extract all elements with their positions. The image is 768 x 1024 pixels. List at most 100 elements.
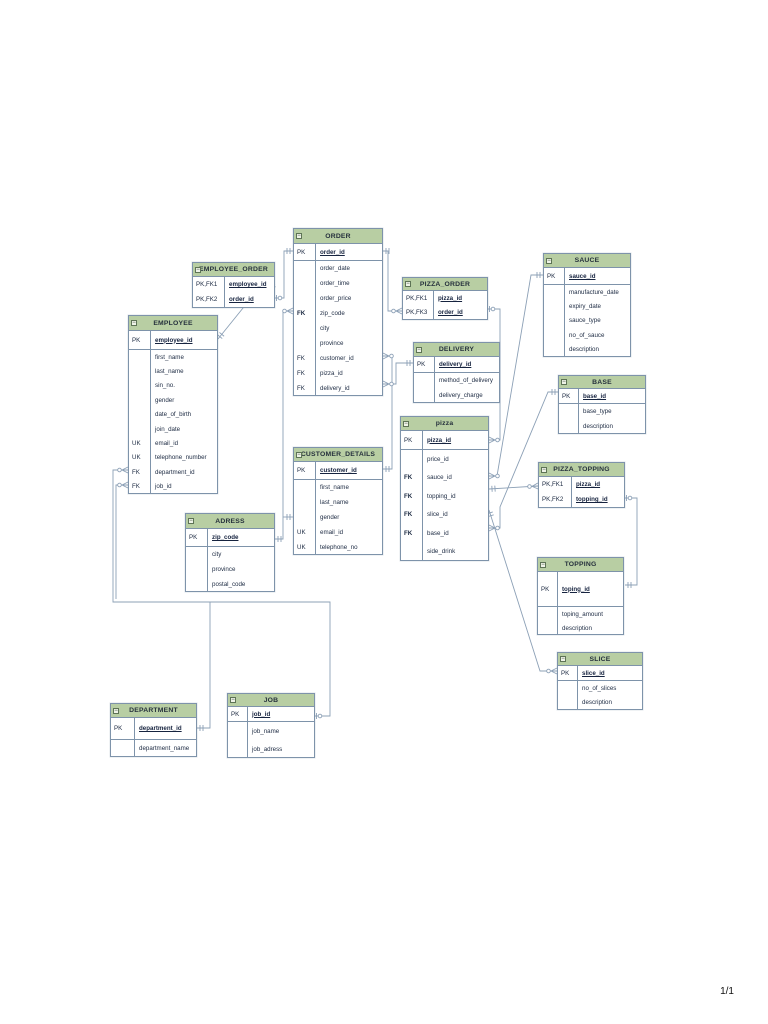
- entity-row-description: description: [558, 695, 642, 710]
- field-name: last_name: [155, 368, 184, 376]
- key-label: [129, 407, 151, 422]
- field-name: employee_id: [229, 281, 267, 288]
- key-label: [294, 495, 316, 510]
- connector-order-customer_details: [383, 355, 393, 470]
- collapse-icon: −: [540, 561, 546, 568]
- entity-row-order_id: PK order_id: [294, 244, 382, 260]
- field-name: base_id: [583, 392, 607, 400]
- field-name: manufacture_date: [569, 288, 619, 296]
- entity-title: EMPLOYEE: [153, 319, 193, 327]
- entity-row-side_drink: side_drink: [401, 542, 488, 561]
- key-label: [228, 722, 248, 740]
- connector-order-pizza_order: [383, 250, 402, 312]
- field-name: side_drink: [427, 548, 456, 556]
- field-name: job_id: [252, 710, 271, 718]
- field-name: province: [320, 340, 344, 347]
- field-name: delivery_id: [320, 385, 350, 392]
- entity-title: PIZZA_TOPPING: [553, 466, 610, 473]
- field-name: expiry_date: [569, 303, 601, 311]
- key-label: FK: [129, 465, 151, 480]
- key-label: PK: [294, 244, 316, 260]
- field-name: job_id: [155, 483, 172, 491]
- entity-title: CUSTOMER_DETAILS: [300, 451, 376, 458]
- entity-title: SAUCE: [574, 257, 600, 264]
- field-name: order_id: [320, 248, 345, 256]
- field-name: order_id: [438, 308, 463, 316]
- collapse-icon: −: [546, 257, 552, 264]
- page-indicator: 1/1: [720, 986, 734, 997]
- field-name: zip_code: [320, 310, 345, 317]
- key-label: FK: [401, 505, 423, 524]
- key-label: UK: [129, 436, 151, 451]
- field-name: sauce_id: [427, 474, 452, 482]
- field-name: postal_code: [212, 581, 246, 588]
- entity-row-toping_amount: toping_amount: [538, 607, 623, 621]
- field-name: gender: [320, 514, 340, 521]
- entity-row-first_name: first_name: [294, 480, 382, 495]
- key-label: FK: [129, 479, 151, 494]
- key-label: [414, 388, 435, 403]
- connector-employee-job: [112, 469, 331, 717]
- entity-title: ADRESS: [215, 517, 245, 525]
- field-name: toping_id: [562, 585, 590, 593]
- field-name: base_type: [583, 408, 612, 415]
- key-label: UK: [294, 525, 316, 540]
- field-name: description: [583, 423, 613, 430]
- field-name: delivery_charge: [439, 392, 483, 399]
- entity-row-gender: gender: [294, 510, 382, 525]
- key-label: [129, 421, 151, 437]
- key-label: [186, 547, 208, 562]
- key-label: PK,FK3: [403, 305, 434, 319]
- collapse-icon: −: [230, 697, 236, 703]
- field-name: city: [320, 325, 330, 332]
- key-label: [559, 419, 579, 434]
- key-label: FK: [294, 381, 316, 396]
- entity-row-postal_code: postal_code: [186, 577, 274, 592]
- key-label: [544, 328, 565, 343]
- collapse-icon: −: [403, 420, 409, 427]
- field-name: pizza_id: [438, 294, 463, 302]
- key-label: [414, 373, 435, 388]
- field-name: pizza_id: [576, 481, 601, 488]
- field-name: gender: [155, 396, 175, 404]
- entity-row-province: province: [294, 336, 382, 351]
- key-label: [294, 321, 316, 336]
- collapse-icon: −: [405, 281, 411, 287]
- field-name: city: [212, 551, 222, 558]
- entity-title: BASE: [592, 378, 612, 386]
- field-name: order_date: [320, 265, 350, 272]
- field-name: no_of_sauce: [569, 331, 605, 339]
- key-label: [558, 695, 578, 710]
- entity-title: pizza: [435, 420, 454, 427]
- collapse-icon: −: [296, 451, 302, 458]
- entity-row-method_of_delivery: method_of_delivery: [414, 373, 499, 388]
- entity-title: TOPPING: [564, 561, 597, 568]
- entity-row-city: city: [186, 547, 274, 562]
- entity-row-first_name: first_name: [129, 350, 217, 365]
- entity-row-delivery_charge: delivery_charge: [414, 388, 499, 403]
- field-name: method_of_delivery: [439, 377, 494, 384]
- field-name: base_id: [427, 529, 449, 537]
- field-name: sin_no.: [155, 382, 175, 390]
- field-name: topping_id: [427, 492, 456, 500]
- connector-pizza_topping-topping: [625, 497, 638, 586]
- key-label: FK: [294, 306, 316, 321]
- key-label: [186, 562, 208, 577]
- field-name: department_id: [139, 725, 182, 732]
